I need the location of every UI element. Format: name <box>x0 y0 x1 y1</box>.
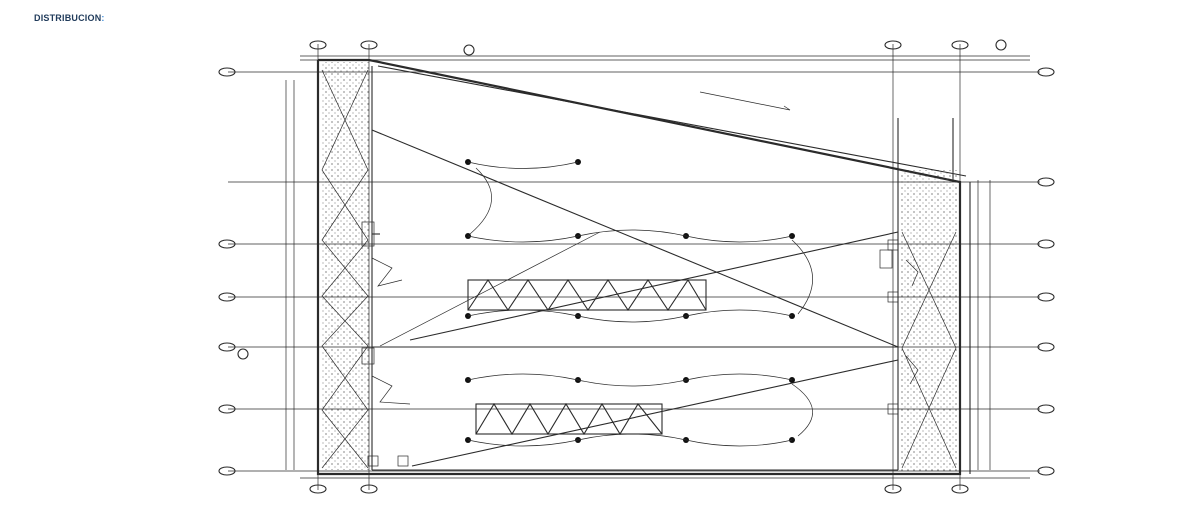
truss-lower <box>475 402 663 436</box>
axis-markers-bottom <box>309 484 969 494</box>
axis-markers-right <box>1037 67 1055 476</box>
axis-markers-left <box>218 67 249 476</box>
axis-markers-top <box>309 39 1007 56</box>
page-title-text: DISTRIBUCION <box>34 13 102 23</box>
slope-arrow <box>699 91 791 111</box>
page-title-colon: : <box>101 13 105 23</box>
interior-walls <box>371 129 899 471</box>
hatched-walls <box>321 62 958 472</box>
grid-lines-vertical <box>317 44 961 490</box>
wall-fixtures <box>361 221 919 467</box>
truss-upper <box>467 278 707 311</box>
page-title: DISTRIBUCION: <box>34 13 105 23</box>
circuit-arcs <box>467 161 813 447</box>
dimension-lines <box>285 55 1030 479</box>
